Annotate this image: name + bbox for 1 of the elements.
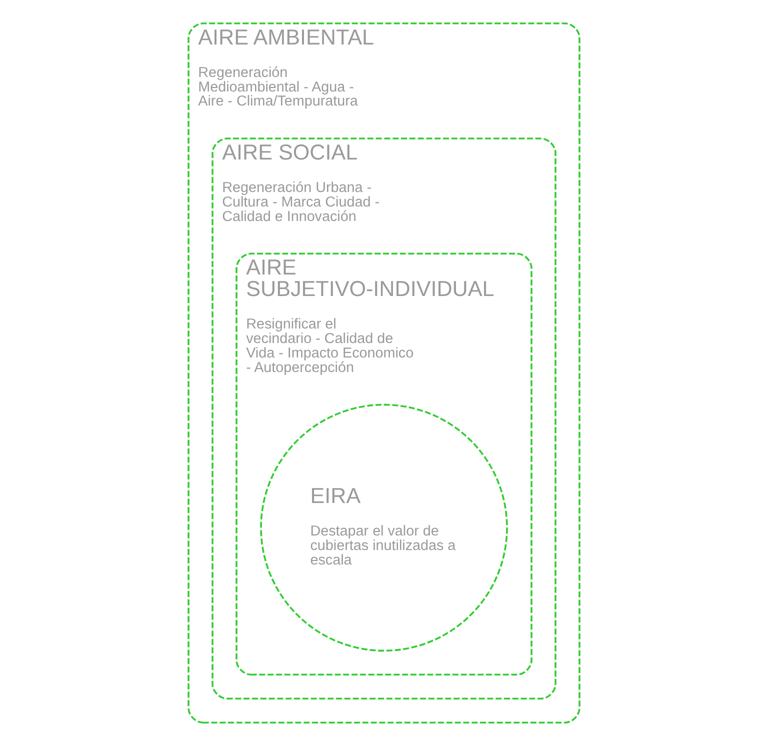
node-circle: EIRA Destapar el valor de cubiertas inutilizadas a escala [260, 403, 508, 652]
